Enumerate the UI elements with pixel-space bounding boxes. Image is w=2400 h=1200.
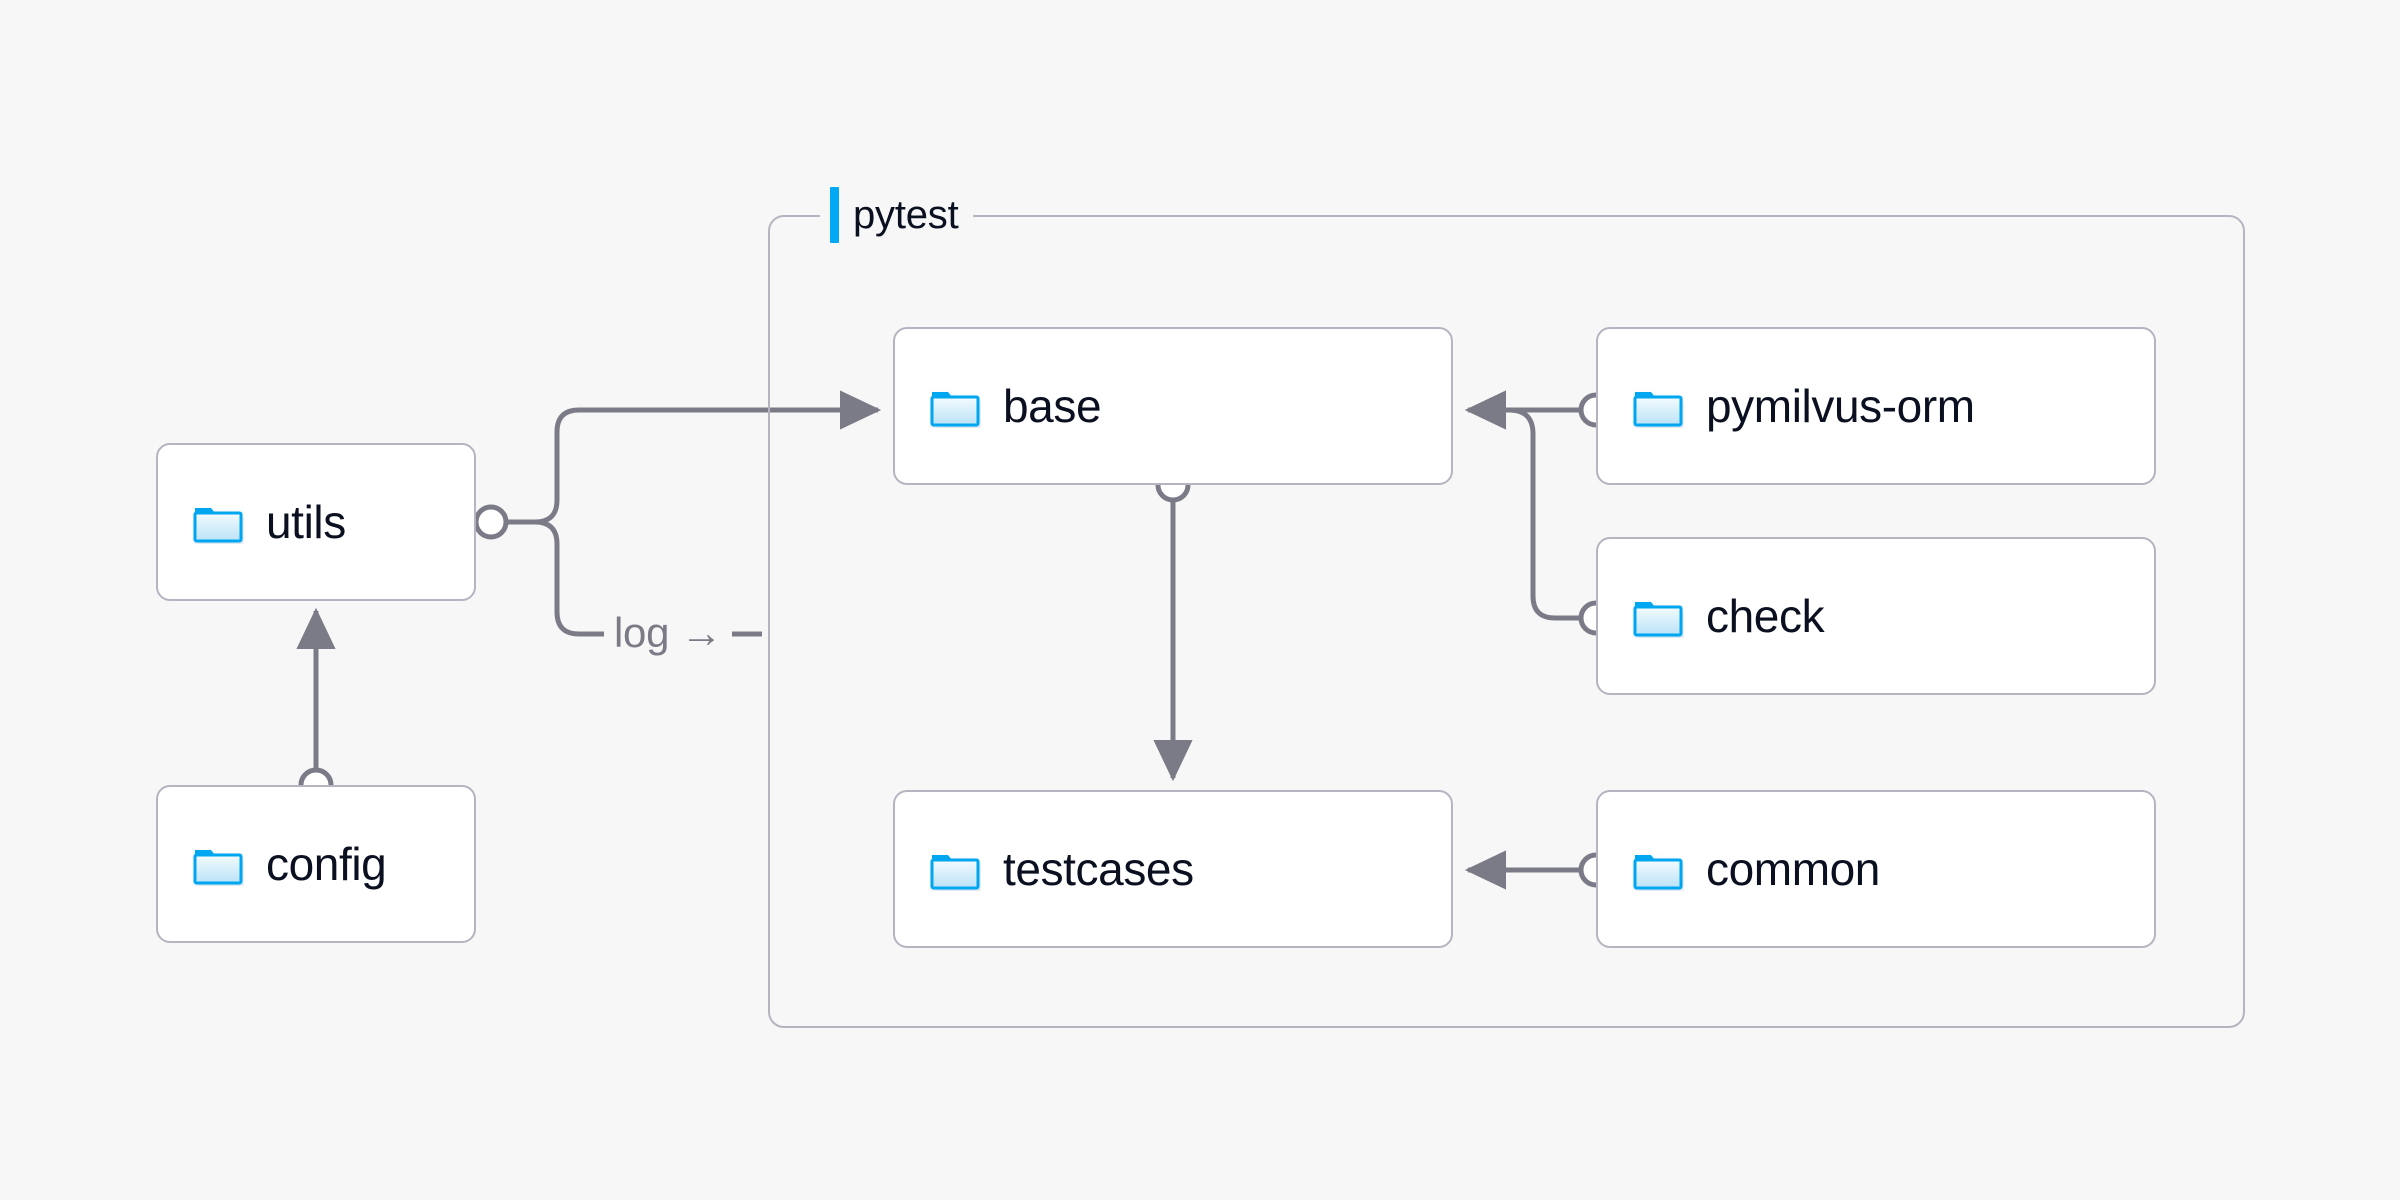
node-label: testcases: [1003, 843, 1194, 895]
group-title-pytest: pytest: [820, 186, 973, 244]
node-pymilvus-orm[interactable]: pymilvus-orm: [1596, 327, 2156, 485]
folder-icon: [193, 508, 243, 543]
arrow-right-icon: →: [680, 609, 723, 656]
edge-config-to-utils: [296, 607, 336, 803]
edge-utils-to-base: [534, 390, 882, 525]
group-title-label: pytest: [853, 193, 959, 237]
folder-icon: [1633, 602, 1683, 637]
edge-label-log: log →: [604, 609, 733, 656]
folder-icon: [1633, 392, 1683, 427]
edge-label-log-text: log: [614, 609, 670, 656]
node-testcases[interactable]: testcases: [893, 790, 1453, 948]
node-label: base: [1003, 380, 1102, 432]
node-label: common: [1706, 843, 1880, 895]
node-check[interactable]: check: [1596, 537, 2156, 695]
node-base[interactable]: base: [893, 327, 1453, 485]
folder-icon: [930, 392, 980, 427]
edge-endpoint-dot: [473, 504, 509, 540]
group-container-pytest: [768, 215, 2245, 1028]
folder-icon: [930, 855, 980, 890]
node-label: check: [1706, 590, 1825, 642]
node-utils[interactable]: utils: [156, 443, 476, 601]
node-label: pymilvus-orm: [1706, 380, 1975, 432]
node-label: config: [266, 838, 387, 890]
folder-icon: [1633, 855, 1683, 890]
node-label: utils: [266, 496, 346, 548]
node-config[interactable]: config: [156, 785, 476, 943]
node-common[interactable]: common: [1596, 790, 2156, 948]
group-accent-bar: [830, 187, 839, 243]
folder-icon: [193, 850, 243, 885]
